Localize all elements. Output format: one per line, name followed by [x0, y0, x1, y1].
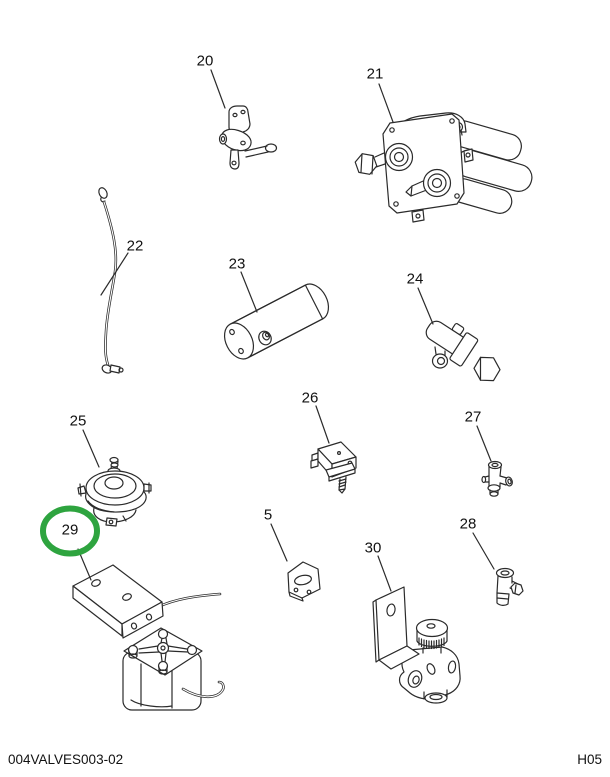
callout-21[interactable]: 21 [366, 65, 384, 83]
leader-line-24 [417, 287, 434, 325]
leader-line-20 [210, 69, 226, 109]
leader-line-21 [378, 83, 394, 123]
leader-line-23 [240, 271, 258, 313]
highlight-circle-29 [40, 505, 100, 557]
callout-23[interactable]: 23 [228, 255, 246, 273]
part-22-cable-drawing [98, 187, 124, 374]
leader-lines [77, 69, 495, 592]
callout-22[interactable]: 22 [126, 237, 144, 255]
callout-20[interactable]: 20 [196, 52, 214, 70]
callout-28[interactable]: 28 [459, 515, 477, 533]
part-26-switch-drawing [310, 441, 357, 494]
part-20-lever-bracket-drawing [218, 105, 278, 170]
callout-24[interactable]: 24 [406, 270, 424, 288]
leader-line-27 [476, 425, 492, 462]
part-29-solenoid-valve-bracket-drawing [72, 564, 225, 711]
callout-29[interactable]: 29 [61, 521, 79, 539]
part-28-elbow-fitting-drawing [495, 567, 524, 606]
callout-27[interactable]: 27 [464, 408, 482, 426]
leader-line-26 [315, 405, 330, 444]
leader-line-22 [100, 252, 129, 296]
part-25-diaphragm-valve-drawing [77, 456, 152, 527]
callout-5[interactable]: 5 [263, 506, 273, 524]
callout-25[interactable]: 25 [69, 412, 87, 430]
leader-line-28 [472, 532, 495, 570]
page-code-label: H05 [577, 752, 602, 767]
diagram-code-label: 004VALVES003-02 [8, 752, 124, 767]
callout-30[interactable]: 30 [364, 539, 382, 557]
callout-26[interactable]: 26 [301, 389, 319, 407]
leader-line-30 [377, 555, 392, 592]
part-24-fitting-drawing [425, 320, 501, 382]
leader-line-5 [270, 523, 288, 562]
part-30-valve-bracket-drawing [372, 586, 461, 704]
leader-line-25 [82, 429, 100, 468]
part-5-plate-drawing [287, 561, 321, 602]
part-23-cylinder-drawing [223, 283, 330, 360]
part-21-valve-assembly-drawing [354, 112, 533, 223]
part-27-cross-fitting-drawing [481, 460, 513, 497]
